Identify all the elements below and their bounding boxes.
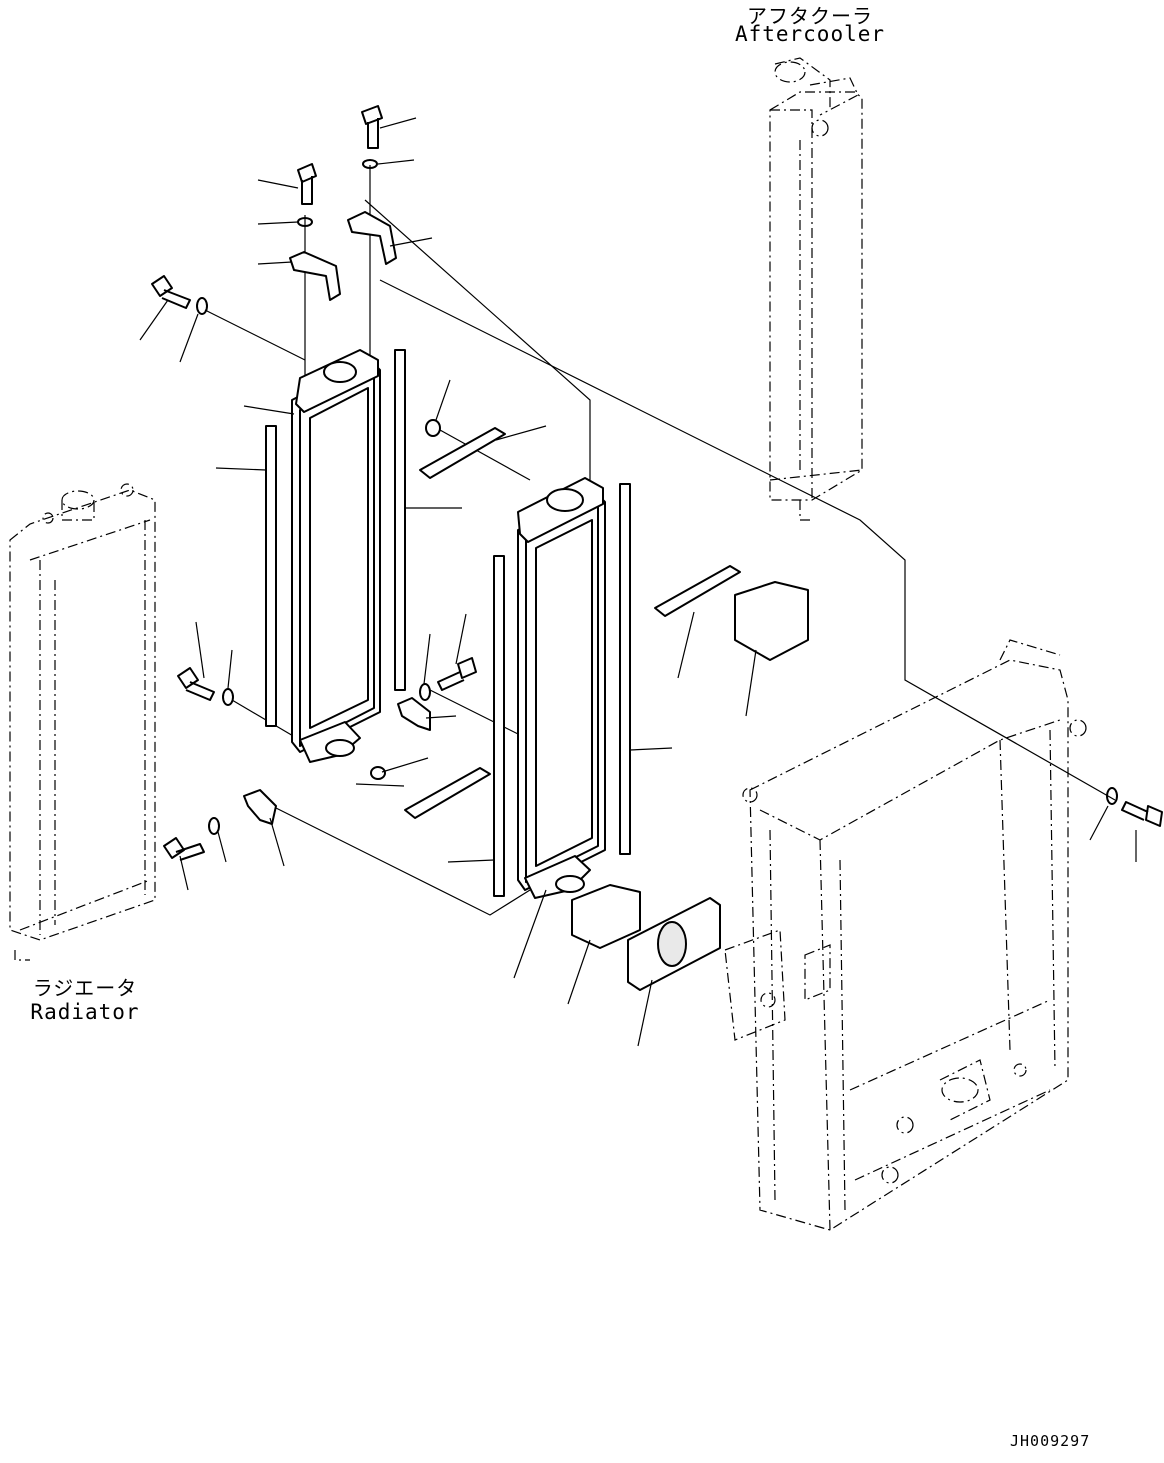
leader-lines [139,117,1137,1047]
aftercooler-label-jp: アフタクーラ [747,4,873,28]
bolt-5 [437,657,477,691]
radiator-label-jp: ラジエータ [32,976,138,1000]
foam-blocks [571,581,809,991]
radiator-phantom [9,483,156,961]
bolt-3 [151,275,191,309]
aftercooler-core-right [517,477,606,899]
bolts [151,105,1163,861]
aftercooler-label-en: Aftercooler [734,22,886,46]
brackets [243,211,431,825]
washers [196,159,1118,835]
bolt-6 [163,837,205,861]
aftercooler-core-left [291,349,381,763]
bolt-7 [1121,801,1163,827]
assembly-lines [204,165,1116,916]
bolt-4 [177,667,215,701]
bolt-2 [297,163,317,205]
bolt-1 [361,105,383,149]
seal-strips [265,349,741,897]
radiator-label-en: Radiator [30,1000,140,1024]
aftercooler-phantom [769,57,863,521]
frame-phantom [724,639,1087,1231]
drawing-number: JH009297 [1010,1432,1091,1450]
